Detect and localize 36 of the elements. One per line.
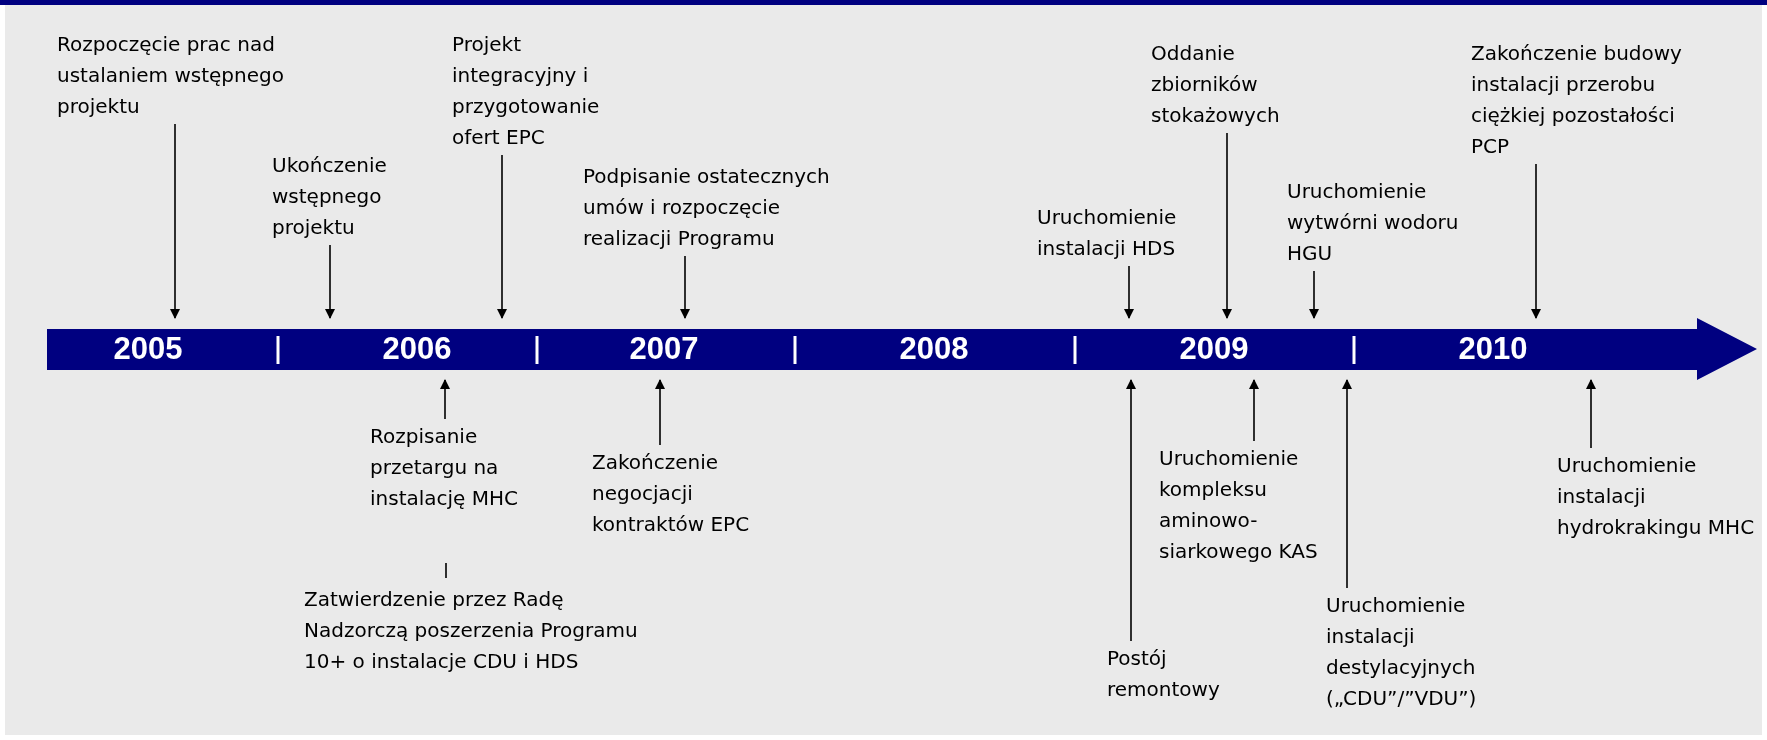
- arrow: [1586, 379, 1596, 449]
- year-label: 2005: [113, 331, 183, 367]
- event-label: Uruchomienie instalacji destylacyjnych („CDU”/”VDU”): [1326, 592, 1478, 712]
- event-label: Postój remontowy: [1107, 645, 1221, 703]
- event-label: Uruchomienie kompleksu aminowo-siarkowego KAS: [1159, 445, 1319, 565]
- arrow: [1126, 379, 1136, 642]
- event-label: Rozpisanie przetargu na instalację MHC: [370, 423, 520, 512]
- year-label: 2008: [899, 331, 969, 367]
- event-label: Oddanie zbiorników stokażowych: [1151, 40, 1281, 129]
- line: [445, 562, 447, 579]
- arrow: [497, 154, 507, 319]
- year-label: 2010: [1458, 331, 1528, 367]
- arrow: [440, 379, 450, 420]
- year-label: 2006: [382, 331, 452, 367]
- year-label: 2007: [629, 331, 699, 367]
- arrow: [1222, 132, 1232, 319]
- year-label: 2009: [1179, 331, 1249, 367]
- event-label: Projekt integracyjny i przygotowanie ofert EPC: [452, 31, 601, 151]
- arrow: [1124, 265, 1134, 319]
- arrow: [1309, 270, 1319, 319]
- arrow: [1249, 379, 1259, 442]
- event-label: Zatwierdzenie przez Radę Nadzorczą poszerzenia Programu 10+ o instalacje CDU i HDS: [304, 586, 639, 675]
- arrow: [680, 255, 690, 319]
- event-label: Uruchomienie instalacji HDS: [1037, 204, 1178, 262]
- arrow: [1531, 163, 1541, 319]
- event-label: Rozpoczęcie prac nad ustalaniem wstępnego projektu: [57, 31, 285, 120]
- event-label: Uruchomienie wytwórni wodoru HGU: [1287, 178, 1460, 267]
- arrow: [170, 123, 180, 319]
- event-label: Zakończenie negocjacji kontraktów EPC: [592, 449, 751, 538]
- event-label: Podpisanie ostatecznych umów i rozpoczęcie realizacji Programu: [583, 163, 831, 252]
- event-label: Uruchomienie instalacji hydrokrakingu MHC: [1557, 452, 1756, 541]
- event-label: Ukończenie wstępnego projektu: [272, 152, 388, 241]
- arrow: [1342, 379, 1352, 589]
- arrow: [325, 244, 335, 319]
- event-label: Zakończenie budowy instalacji przerobu ciężkiej pozostałości PCP: [1471, 40, 1683, 160]
- arrow: [655, 379, 665, 446]
